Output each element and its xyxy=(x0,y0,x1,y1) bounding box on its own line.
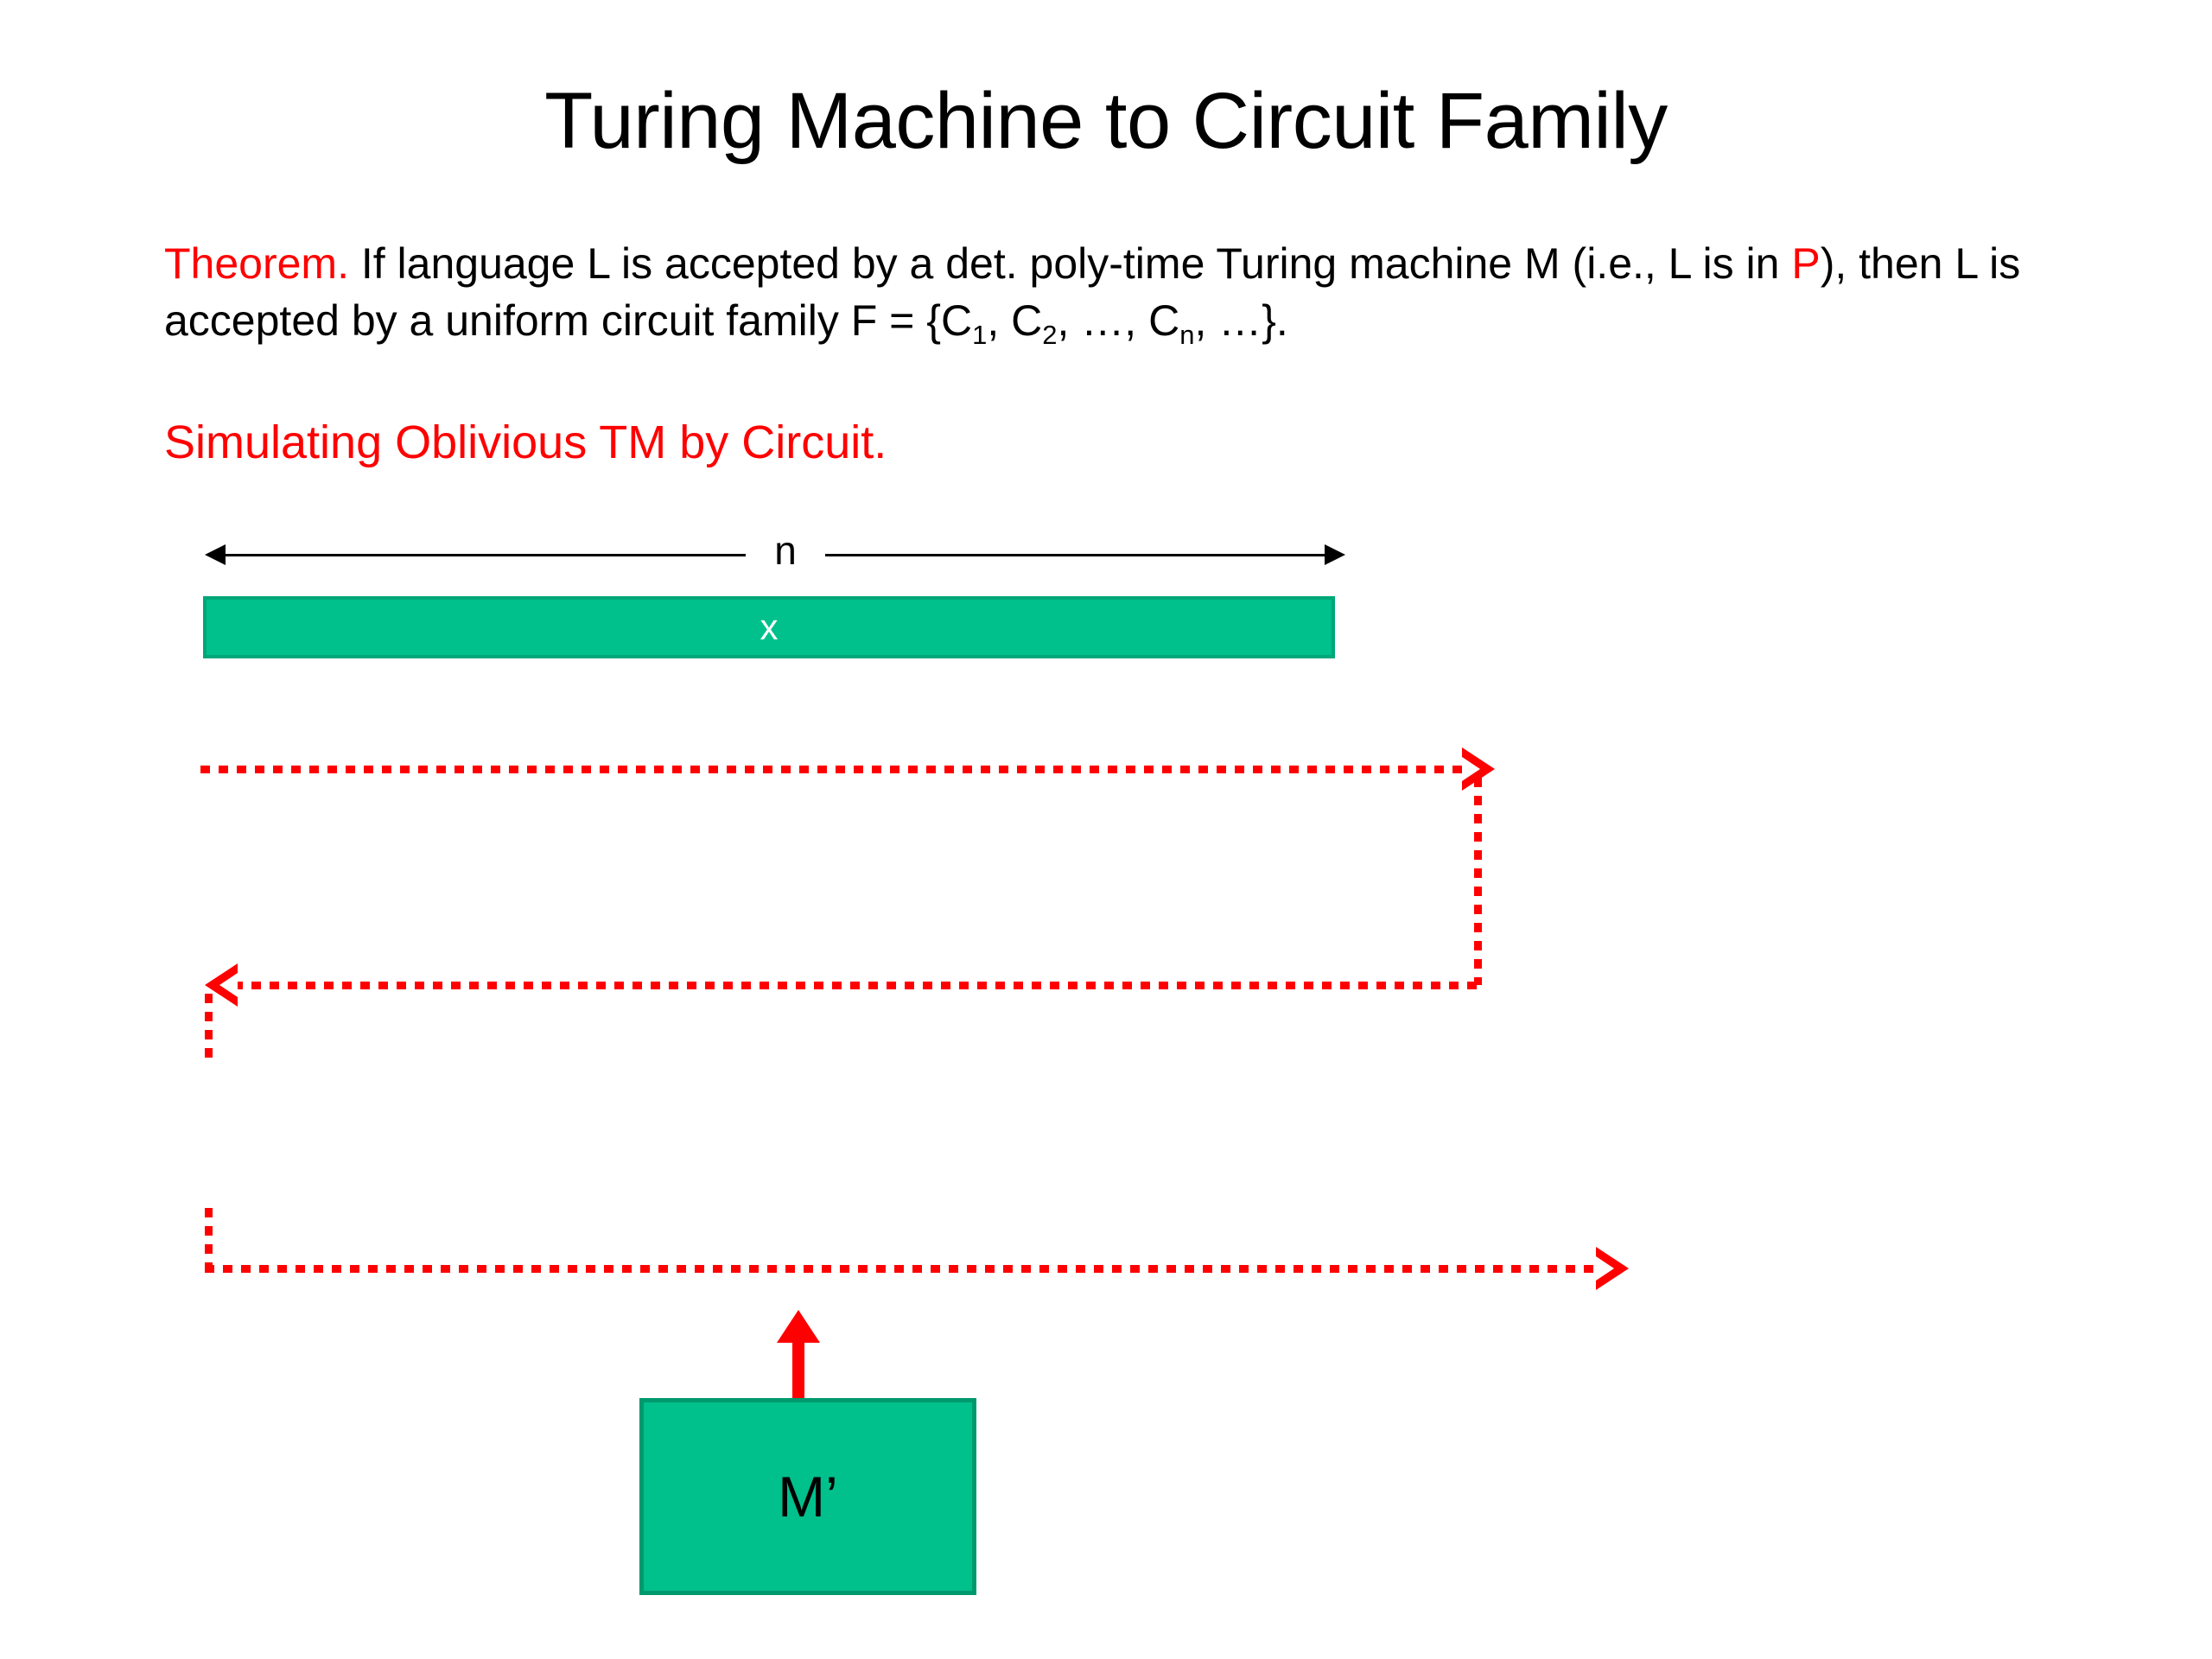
circuit-subscript-1: 1 xyxy=(972,319,988,350)
path-segment-1-vertical xyxy=(1474,778,1482,985)
measure-label-n: n xyxy=(774,528,797,573)
theorem-separator-2: , …, C xyxy=(1057,296,1180,345)
section-subheading: Simulating Oblivious TM by Circuit. xyxy=(164,416,887,468)
path-segment-3-vertical xyxy=(205,1208,213,1273)
circuit-subscript-2: 2 xyxy=(1042,319,1058,350)
path-arrowhead-right-2-icon xyxy=(1596,1247,1629,1290)
circuit-subscript-n: n xyxy=(1179,319,1195,350)
theorem-text-part-1: If language L is accepted by a det. poly… xyxy=(348,239,1792,288)
input-length-measure: n xyxy=(205,531,1345,574)
measure-line-right xyxy=(825,554,1333,556)
page-title: Turing Machine to Circuit Family xyxy=(544,77,1668,165)
machine-output-arrowhead-up-icon xyxy=(777,1310,820,1343)
path-segment-3-horizontal xyxy=(205,1265,1596,1273)
path-segment-2-vertical xyxy=(205,994,213,1058)
path-segment-2-horizontal xyxy=(233,982,1482,989)
theorem-label: Theorem. xyxy=(164,239,349,288)
path-segment-1-horizontal xyxy=(200,766,1479,773)
complexity-class-p: P xyxy=(1791,239,1821,288)
machine-output-arrow-stem xyxy=(792,1341,804,1400)
measure-line-left xyxy=(217,554,746,556)
machine-box-label: M’ xyxy=(778,1465,838,1529)
measure-arrowhead-right-icon xyxy=(1325,544,1345,565)
theorem-separator-1: , C xyxy=(987,296,1043,345)
machine-box: M’ xyxy=(639,1398,976,1595)
theorem-text-part-3: , …}. xyxy=(1194,296,1288,345)
theorem-paragraph: Theorem. If language L is accepted by a … xyxy=(164,235,2065,353)
path-arrowhead-right-1-icon xyxy=(1462,747,1495,791)
theorem-text-part-2: ), then L is accepted by a uniform circu… xyxy=(164,239,2021,345)
input-tape-label: x xyxy=(760,607,779,647)
input-tape-bar: x xyxy=(203,596,1335,658)
